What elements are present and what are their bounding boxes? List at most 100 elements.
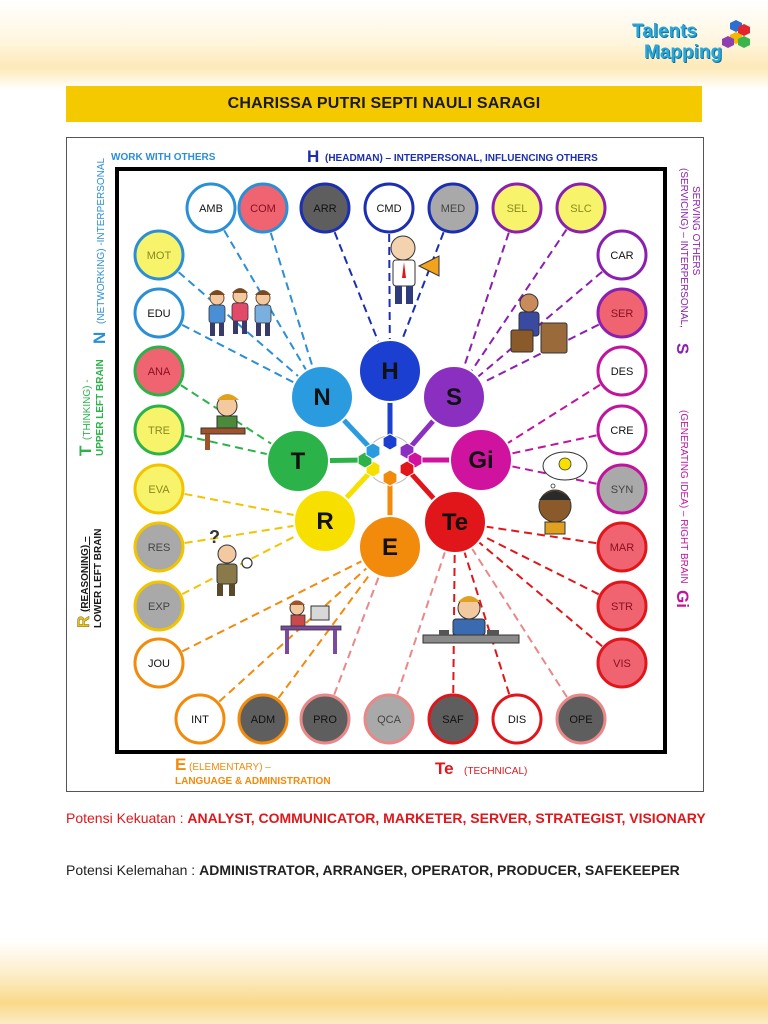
role-circle-shape (491, 182, 543, 234)
role-circle-shape (133, 637, 185, 689)
core-letter-gi: Gi (468, 447, 493, 474)
role-label-mar: MAR (610, 542, 635, 554)
role-circle-adm: ADM (237, 693, 289, 745)
role-circle-syn: SYN (596, 463, 648, 515)
core-circle-shape (358, 515, 422, 579)
t-axis-letter: T (76, 445, 95, 456)
strengths-label: Potensi Kekuatan : (66, 810, 188, 826)
role-circle-shape (596, 580, 648, 632)
core-letter-t: T (291, 448, 306, 475)
connector-line (388, 521, 456, 720)
idea-lightbulb-illustration (538, 451, 588, 535)
role-circle-shape (596, 637, 648, 689)
core-circle-r: R (293, 489, 357, 553)
gi-axis-label: (GENERATING IDEA) – RIGHT BRAIN (678, 410, 689, 584)
role-circle-exp: EXP (133, 580, 185, 632)
role-label-tre: TRE (148, 425, 170, 437)
role-circle-com: COM (237, 182, 289, 234)
s-axis-label-2: SERVING OTHERS (690, 186, 701, 276)
headman-megaphone-illustration (390, 235, 440, 304)
role-label-jou: JOU (148, 658, 170, 670)
e-axis-label-2: LANGUAGE & ADMINISTRATION (175, 776, 331, 787)
connector-line (454, 521, 623, 664)
hub-hexagon (365, 442, 381, 460)
work-with-others-label: WORK WITH OTHERS (111, 152, 216, 163)
t-axis-label-1: (THINKING) - (82, 379, 93, 440)
role-circle-shape (596, 287, 648, 339)
role-label-edu: EDU (147, 308, 170, 320)
role-circle-amb: AMB (185, 182, 237, 234)
core-letter-te: Te (442, 509, 468, 536)
logo-text-talents: Talents (632, 21, 698, 42)
role-label-syn: SYN (611, 484, 634, 496)
role-circle-jou: JOU (133, 637, 185, 689)
te-axis-letter: Te (435, 759, 454, 778)
role-label-des: DES (611, 366, 634, 378)
connector-line (262, 546, 391, 720)
role-circle-shape (237, 693, 289, 745)
connector-line (454, 521, 518, 720)
hub-hexagon (399, 460, 415, 478)
h-axis-label: (HEADMAN) – INTERPERSONAL, INFLUENCING O… (325, 153, 598, 164)
role-label-med: MED (441, 203, 466, 215)
role-circle-pro: PRO (299, 693, 351, 745)
role-label-pro: PRO (313, 714, 337, 726)
hub-hexagon (382, 433, 398, 451)
role-label-com: COM (250, 203, 276, 215)
connector-line (324, 546, 391, 720)
core-circle-shape (449, 428, 513, 492)
thinker-desk-illustration (200, 394, 246, 450)
role-circle-shape (174, 693, 226, 745)
t-axis-label-2: UPPER LEFT BRAIN (95, 359, 106, 456)
talents-mapping-logo: Talents Mapping (628, 14, 752, 70)
role-circle-shape (555, 693, 607, 745)
role-circle-ana: ANA (133, 345, 185, 397)
weaknesses-section: Potensi Kelemahan : ADMINISTRATOR, ARRAN… (66, 861, 706, 879)
connector-line (158, 546, 391, 664)
role-circle-qca: QCA (363, 693, 415, 745)
core-letter-h: H (381, 358, 398, 385)
role-label-ser: SER (611, 308, 634, 320)
core-circle-h: H (358, 339, 422, 403)
role-circle-shape (363, 182, 415, 234)
role-label-vis: VIS (613, 658, 631, 670)
role-circle-str: STR (596, 580, 648, 632)
role-circle-shape (237, 182, 289, 234)
strengths-value: ANALYST, COMMUNICATOR, MARKETER, SERVER,… (187, 810, 706, 826)
core-circle-te: Te (423, 490, 487, 554)
core-circle-shape (266, 429, 330, 493)
role-circle-med: MED (427, 182, 479, 234)
role-circle-shape (596, 345, 648, 397)
porter-luggage-illustration (510, 293, 568, 354)
role-circle-shape (185, 182, 237, 234)
core-circle-shape (293, 489, 357, 553)
role-label-saf: SAF (442, 714, 464, 726)
role-label-str: STR (611, 601, 633, 613)
core-circle-s: S (422, 365, 486, 429)
core-letter-n: N (313, 384, 330, 411)
core-circle-e: E (358, 515, 422, 579)
role-circle-shape (133, 229, 185, 281)
role-circle-shape (596, 229, 648, 281)
header-background (0, 0, 768, 90)
r-axis-letter: R (74, 616, 93, 628)
core-letter-r: R (316, 508, 333, 535)
role-label-cre: CRE (610, 425, 633, 437)
role-label-int: INT (191, 714, 209, 726)
role-label-amb: AMB (199, 203, 223, 215)
role-circle-shape (133, 580, 185, 632)
role-circle-ser: SER (596, 287, 648, 339)
te-axis-label: (TECHNICAL) (464, 766, 527, 777)
role-circle-shape (133, 463, 185, 515)
role-label-adm: ADM (251, 714, 275, 726)
name-banner: CHARISSA PUTRI SEPTI NAULI SARAGI (66, 86, 702, 122)
role-circle-vis: VIS (596, 637, 648, 689)
role-circle-shape (596, 463, 648, 515)
role-circle-shape (596, 404, 648, 456)
role-circle-sel: SEL (491, 182, 543, 234)
people-networking-illustration (254, 290, 272, 336)
role-circle-mot: MOT (133, 229, 185, 281)
connector-line (262, 207, 323, 398)
role-circle-shape (133, 521, 185, 573)
